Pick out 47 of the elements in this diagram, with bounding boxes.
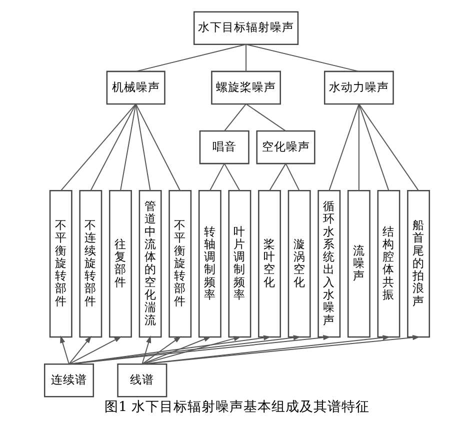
- connector: [224, 163, 240, 192]
- arrow: [142, 336, 212, 365]
- node-box: 唱音: [199, 130, 250, 164]
- connector: [60, 103, 136, 192]
- arrow: [68, 336, 122, 365]
- node-box: 机械噪声: [106, 70, 166, 105]
- node-box: 循环水系统出入水噪声: [318, 190, 341, 338]
- node-box: 船首尾的拍浪声: [407, 190, 430, 338]
- node-box: 水动力噪声: [324, 70, 394, 105]
- node-box: 转轴调制频率: [198, 190, 222, 338]
- node-box: 结构腔体共振: [377, 190, 400, 338]
- connector: [358, 103, 360, 192]
- connector: [224, 103, 247, 132]
- node-box: 往复部件: [109, 190, 132, 338]
- connector: [120, 103, 136, 192]
- arrow: [142, 336, 242, 365]
- node-box: 水下目标辐射噪声: [193, 11, 299, 45]
- node-box: 管道中流体的空化湍流: [138, 190, 162, 338]
- connector: [90, 103, 136, 192]
- node-box: 漩涡空化: [288, 190, 311, 338]
- node-box: 螺旋桨噪声: [211, 70, 281, 105]
- node-box: 叶片调制频率: [228, 190, 252, 338]
- node-box: 不平衡旋转部件: [168, 190, 192, 338]
- connector: [246, 44, 360, 72]
- node-box: 流噪声: [347, 190, 370, 338]
- arrow: [142, 336, 152, 365]
- arrow: [142, 336, 182, 365]
- connector: [246, 44, 247, 72]
- connector: [269, 163, 286, 192]
- node-box: 线谱: [117, 363, 168, 398]
- connector: [135, 103, 151, 192]
- node-box: 连续谱: [44, 363, 94, 398]
- connector: [358, 103, 390, 192]
- arrow: [68, 336, 92, 365]
- connector: [209, 163, 225, 192]
- node-box: 桨叶空化: [258, 190, 281, 338]
- connector: [358, 103, 420, 192]
- connector: [246, 103, 286, 132]
- arrow: [60, 336, 70, 365]
- connector: [285, 163, 300, 192]
- connector: [328, 103, 360, 192]
- caption: 图1 水下目标辐射噪声基本组成及其谱特征: [104, 399, 370, 416]
- connector: [135, 103, 181, 192]
- node-box: 不平衡旋转部件: [49, 190, 72, 338]
- connector: [135, 44, 247, 72]
- node-box: 空化噪声: [256, 130, 316, 164]
- node-box: 不连续旋转部件: [79, 190, 102, 338]
